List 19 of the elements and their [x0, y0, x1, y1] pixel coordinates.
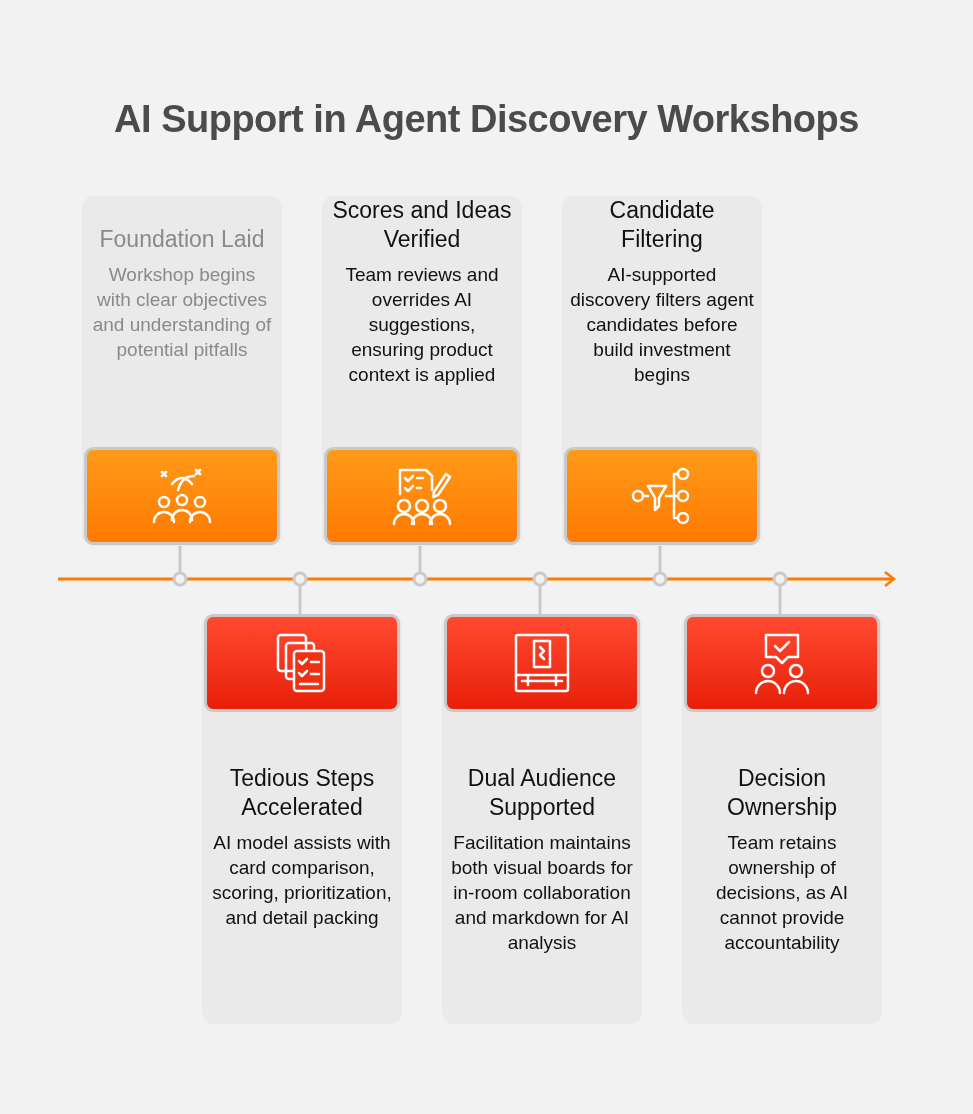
milestone-description: Team reviews and overrides AI suggestions, ensuring product context is applied	[344, 263, 500, 387]
milestone-description: AI-supported discovery filters agent candidates before build investment begins	[569, 263, 755, 387]
milestone-heading: Scores and Ideas Verified	[331, 196, 513, 254]
title: AI Support in Agent Discovery Workshops	[113, 98, 860, 141]
milestone	[202, 614, 402, 1024]
milestone	[682, 614, 882, 1024]
milestone	[322, 196, 522, 546]
milestone-description: Team retains ownership of decisions, as AI cannot provide accountability	[715, 831, 849, 955]
milestone-description: AI model assists with card comparison, scoring, prioritization, and detail packing	[211, 831, 393, 930]
milestone-heading: Foundation Laid	[99, 225, 265, 254]
milestone-heading: Dual Audience Supported	[466, 764, 618, 822]
milestone-heading: Decision Ownership	[726, 764, 838, 822]
milestone	[82, 196, 282, 546]
milestone-heading: Candidate Filtering	[608, 196, 716, 254]
milestone	[562, 196, 762, 546]
milestone-description: Workshop begins with clear objectives and understanding of potential pitfalls	[91, 263, 273, 362]
milestone-description: Facilitation maintains both visual boards for in-room collaboration and markdown for AI analysis	[450, 831, 634, 955]
milestone-heading: Tedious Steps Accelerated	[228, 764, 376, 822]
milestone	[442, 614, 642, 1024]
